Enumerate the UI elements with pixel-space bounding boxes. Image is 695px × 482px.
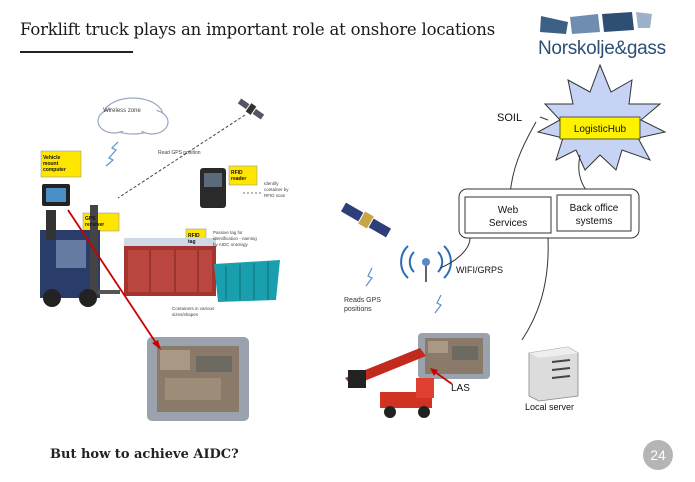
footer-question: But how to achieve AIDC? <box>50 447 239 462</box>
local-server-icon <box>528 346 579 402</box>
logo-graphic <box>540 12 652 34</box>
slide-title: Forklift truck plays an important role a… <box>20 20 495 39</box>
label-wifi-grps: WIFI/GRPS <box>456 265 503 275</box>
skip-container <box>214 260 280 302</box>
red-arrow <box>67 209 161 350</box>
label-wireless-zone: Wireless zone <box>103 108 141 114</box>
label-soil: SOIL <box>497 112 522 124</box>
soil-starburst <box>536 63 667 171</box>
satellite-icon <box>237 98 265 120</box>
satellite-right-icon <box>340 202 392 238</box>
wireless-cloud <box>97 97 169 135</box>
label-logistichub: LogisticHub <box>574 124 627 135</box>
vehicle-computer-icon <box>42 184 70 206</box>
tablet-right-display <box>418 333 490 379</box>
wifi-antenna-icon <box>400 245 452 282</box>
title-underline <box>20 51 133 53</box>
label-read-gps: Read GPS position <box>158 150 201 156</box>
label-las: LAS <box>451 383 470 394</box>
container-block <box>124 238 216 296</box>
logo-wordmark: Norskolje&gass <box>538 38 666 59</box>
page-number: 24 <box>643 440 673 470</box>
rfid-reader-device <box>200 168 226 208</box>
reach-stacker <box>345 348 434 418</box>
tablet-map-display <box>147 337 249 421</box>
label-local-server: Local server <box>525 402 574 412</box>
